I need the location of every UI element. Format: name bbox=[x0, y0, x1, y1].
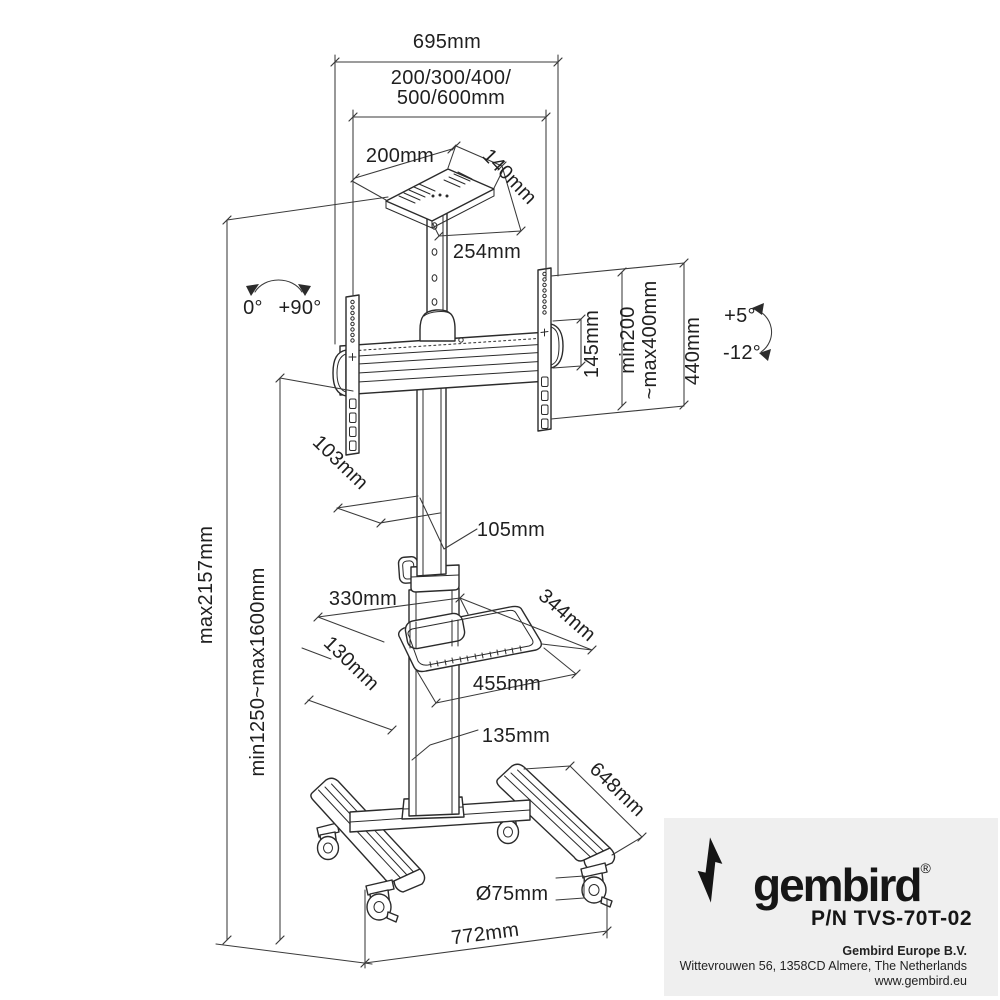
dim-label: 500/600mm bbox=[397, 87, 505, 109]
dim-vesa-width-range: 200/300/400/ 500/600mm bbox=[348, 67, 551, 297]
gembird-logo-text: gembird® bbox=[753, 840, 931, 913]
tv-pad-right bbox=[550, 323, 564, 369]
dim-lower-column-width: 135mm bbox=[411, 725, 550, 761]
dim-label: 200mm bbox=[366, 145, 434, 167]
rail-front-cap-left bbox=[393, 868, 426, 893]
tray-vent-slots bbox=[398, 171, 473, 204]
swivel-min-label: 0° bbox=[243, 297, 263, 319]
dim-label: 772mm bbox=[450, 919, 520, 950]
dim-column-height-range: min1250~max1600mm bbox=[247, 373, 354, 945]
dim-total-height: max2157mm bbox=[195, 196, 389, 965]
tilt-mechanism-cap bbox=[419, 309, 464, 343]
swivel-max-label: +90° bbox=[278, 297, 321, 319]
dim-label: 695mm bbox=[413, 31, 481, 53]
base-assembly bbox=[310, 763, 616, 923]
dim-caster-diameter: Ø75mm bbox=[476, 875, 585, 905]
part-number: P/N TVS-70T-02 bbox=[810, 907, 972, 930]
top-tray bbox=[385, 168, 495, 229]
arrow-down-icon bbox=[759, 349, 771, 361]
website: www.gembird.eu bbox=[874, 974, 967, 988]
caster-brake-lever bbox=[386, 911, 399, 923]
dim-label: min200 bbox=[617, 306, 639, 373]
shelf-grip-ridges bbox=[429, 645, 522, 668]
vesa-bracket-left bbox=[332, 294, 360, 456]
gembird-logo-icon bbox=[697, 837, 723, 903]
dimension-annotations: 695mm 200/300/400/ 500/600mm 200mm 140mm… bbox=[195, 31, 773, 969]
dim-tray-width: 200mm bbox=[350, 144, 457, 201]
dim-vesa-height-range: min200 ~max400mm bbox=[550, 262, 685, 420]
dim-bracket-height: 440mm bbox=[679, 258, 704, 410]
dim-label: min1250~max1600mm bbox=[247, 567, 269, 776]
company-address: Wittevrouwen 56, 1358CD Almere, The Neth… bbox=[679, 959, 967, 973]
av-shelf bbox=[397, 605, 543, 673]
arrow-right-icon bbox=[298, 284, 311, 296]
dim-column-width: 105mm bbox=[419, 497, 545, 550]
logo-wordmark: gembird bbox=[753, 859, 922, 911]
dim-label: max2157mm bbox=[195, 526, 217, 644]
swivel-annotation: 0° +90° bbox=[243, 279, 321, 319]
tilt-up-label: +5° bbox=[724, 305, 756, 327]
arrow-left-icon bbox=[246, 284, 259, 296]
tray-screw-dots bbox=[431, 193, 449, 198]
caster-front-left bbox=[365, 879, 399, 923]
dim-label: 135mm bbox=[482, 725, 550, 747]
branding-panel: gembird® P/N TVS-70T-02 Gembird Europe B… bbox=[664, 818, 998, 996]
dim-label: 130mm bbox=[319, 632, 383, 695]
vesa-holes-left bbox=[348, 299, 357, 451]
dim-label: ~max400mm bbox=[639, 281, 661, 400]
dim-label: 344mm bbox=[534, 585, 600, 646]
tilt-annotation: +5° -12° bbox=[723, 303, 773, 364]
registered-trademark: ® bbox=[920, 860, 931, 876]
arrow-up-icon bbox=[752, 303, 764, 315]
dim-label: 455mm bbox=[473, 673, 541, 695]
base-rail-right bbox=[496, 763, 616, 872]
rail-front-cap-right bbox=[583, 847, 616, 872]
dim-label: 440mm bbox=[682, 317, 704, 385]
tilt-down-label: -12° bbox=[723, 342, 761, 364]
dim-shelf-side: 130mm bbox=[301, 632, 397, 735]
tv-crossbar bbox=[339, 331, 549, 396]
dim-label: 254mm bbox=[453, 241, 521, 263]
dim-bracket-offset: 145mm bbox=[552, 310, 603, 378]
tray-post bbox=[426, 205, 448, 321]
dim-label: 330mm bbox=[329, 588, 397, 610]
dim-label: 103mm bbox=[308, 431, 372, 494]
caster-front-right bbox=[580, 862, 613, 908]
dim-tray-drop: 254mm bbox=[432, 223, 526, 263]
dim-shelf-front-width: 455mm bbox=[416, 647, 581, 708]
dim-label: Ø75mm bbox=[476, 883, 549, 905]
swivel-arc bbox=[254, 279, 303, 293]
vesa-bracket-right bbox=[537, 267, 564, 432]
tv-pad-left bbox=[332, 349, 347, 397]
dim-label: 105mm bbox=[477, 519, 545, 541]
dim-label: 200/300/400/ bbox=[391, 67, 512, 89]
caster-rear-left bbox=[316, 822, 340, 861]
dim-shelf-back-width: 330mm bbox=[313, 588, 469, 643]
dim-label: 145mm bbox=[581, 310, 603, 378]
vesa-holes-right bbox=[540, 271, 549, 429]
dim-top-width: 695mm bbox=[330, 31, 563, 345]
company-name: Gembird Europe B.V. bbox=[842, 944, 967, 958]
